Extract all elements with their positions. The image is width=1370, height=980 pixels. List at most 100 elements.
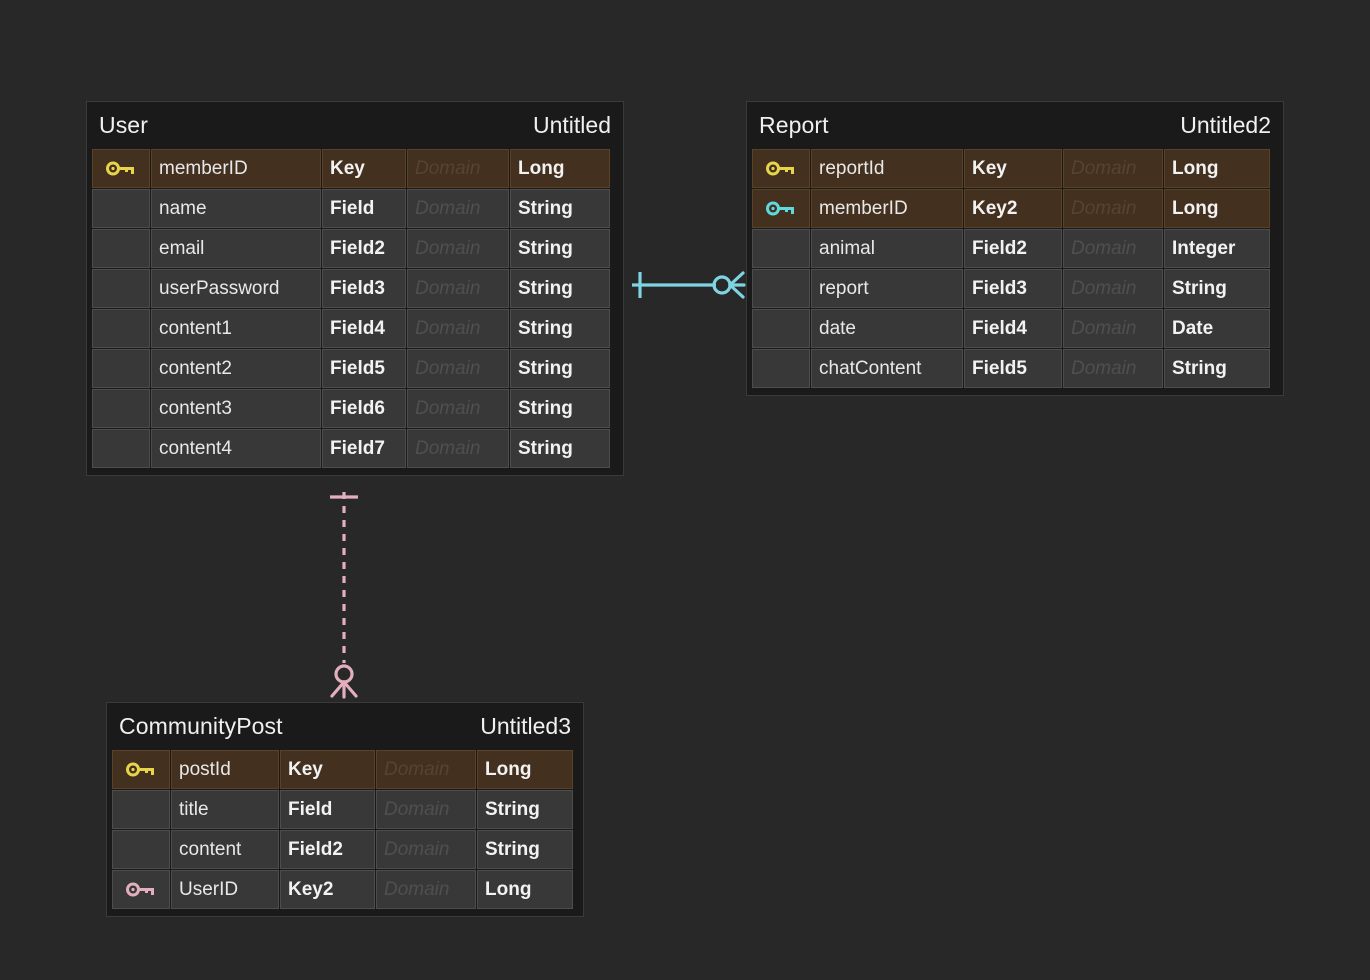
column-option[interactable]: Field7 [322, 429, 406, 468]
column-name[interactable]: content2 [151, 349, 321, 388]
column-domain[interactable]: Domain [376, 790, 476, 829]
table-row[interactable]: animal Field2 Domain Integer [752, 229, 1278, 268]
foreign-key-icon[interactable] [752, 189, 810, 228]
table-row[interactable]: memberID Key2 Domain Long [752, 189, 1278, 228]
column-name[interactable]: content1 [151, 309, 321, 348]
column-option[interactable]: Field3 [322, 269, 406, 308]
key-slot[interactable] [112, 830, 170, 869]
column-type[interactable]: String [477, 790, 573, 829]
key-slot[interactable] [92, 309, 150, 348]
column-type[interactable]: Long [510, 149, 610, 188]
column-domain[interactable]: Domain [407, 389, 509, 428]
column-type[interactable]: String [510, 229, 610, 268]
primary-key-icon[interactable] [92, 149, 150, 188]
column-domain[interactable]: Domain [407, 309, 509, 348]
key-slot[interactable] [112, 790, 170, 829]
table-row[interactable]: chatContent Field5 Domain String [752, 349, 1278, 388]
key-slot[interactable] [92, 269, 150, 308]
table-header[interactable]: CommunityPost Untitled3 [107, 703, 583, 750]
table-comment[interactable]: Untitled2 [1180, 112, 1271, 138]
column-option[interactable]: Key [280, 750, 375, 789]
key-slot[interactable] [752, 349, 810, 388]
column-option[interactable]: Field5 [964, 349, 1062, 388]
column-name[interactable]: memberID [151, 149, 321, 188]
table-row[interactable]: postId Key Domain Long [112, 750, 578, 789]
column-type[interactable]: String [510, 189, 610, 228]
column-domain[interactable]: Domain [407, 429, 509, 468]
column-option[interactable]: Field2 [964, 229, 1062, 268]
table-header[interactable]: User Untitled [87, 102, 623, 149]
column-name[interactable]: email [151, 229, 321, 268]
column-domain[interactable]: Domain [407, 349, 509, 388]
table-name[interactable]: Report [759, 112, 829, 138]
table-header[interactable]: Report Untitled2 [747, 102, 1283, 149]
table-name[interactable]: User [99, 112, 148, 138]
column-domain[interactable]: Domain [1063, 229, 1163, 268]
column-option[interactable]: Key2 [964, 189, 1062, 228]
entity-table-report[interactable]: Report Untitled2 reportId Key Domain Lo [746, 101, 1284, 396]
column-name[interactable]: report [811, 269, 963, 308]
column-domain[interactable]: Domain [1063, 349, 1163, 388]
column-name[interactable]: content3 [151, 389, 321, 428]
column-type[interactable]: String [510, 269, 610, 308]
table-row[interactable]: email Field2 Domain String [92, 229, 618, 268]
column-type[interactable]: Integer [1164, 229, 1270, 268]
key-slot[interactable] [752, 269, 810, 308]
key-slot[interactable] [92, 229, 150, 268]
column-domain[interactable]: Domain [407, 189, 509, 228]
table-comment[interactable]: Untitled [533, 112, 611, 138]
relationship-user-communitypost[interactable] [330, 492, 358, 699]
column-option[interactable]: Field2 [322, 229, 406, 268]
column-name[interactable]: chatContent [811, 349, 963, 388]
table-row[interactable]: content4 Field7 Domain String [92, 429, 618, 468]
table-name[interactable]: CommunityPost [119, 713, 283, 739]
key-slot[interactable] [752, 309, 810, 348]
column-domain[interactable]: Domain [1063, 149, 1163, 188]
column-name[interactable]: userPassword [151, 269, 321, 308]
column-domain[interactable]: Domain [376, 830, 476, 869]
table-row[interactable]: userPassword Field3 Domain String [92, 269, 618, 308]
table-row[interactable]: content2 Field5 Domain String [92, 349, 618, 388]
column-option[interactable]: Field2 [280, 830, 375, 869]
column-domain[interactable]: Domain [1063, 189, 1163, 228]
entity-table-user[interactable]: User Untitled memberID Key Domain Long [86, 101, 624, 476]
column-name[interactable]: date [811, 309, 963, 348]
key-slot[interactable] [92, 349, 150, 388]
table-row[interactable]: reportId Key Domain Long [752, 149, 1278, 188]
table-row[interactable]: memberID Key Domain Long [92, 149, 618, 188]
column-name[interactable]: memberID [811, 189, 963, 228]
column-name[interactable]: postId [171, 750, 279, 789]
column-name[interactable]: UserID [171, 870, 279, 909]
column-name[interactable]: title [171, 790, 279, 829]
column-option[interactable]: Field5 [322, 349, 406, 388]
column-type[interactable]: Long [477, 750, 573, 789]
column-domain[interactable]: Domain [407, 149, 509, 188]
table-row[interactable]: date Field4 Domain Date [752, 309, 1278, 348]
column-option[interactable]: Field3 [964, 269, 1062, 308]
table-row[interactable]: content3 Field6 Domain String [92, 389, 618, 428]
column-name[interactable]: reportId [811, 149, 963, 188]
column-option[interactable]: Key2 [280, 870, 375, 909]
column-type[interactable]: String [477, 830, 573, 869]
primary-key-icon[interactable] [752, 149, 810, 188]
column-option[interactable]: Field4 [964, 309, 1062, 348]
column-domain[interactable]: Domain [407, 269, 509, 308]
column-domain[interactable]: Domain [376, 750, 476, 789]
column-type[interactable]: Long [1164, 149, 1270, 188]
column-type[interactable]: Long [1164, 189, 1270, 228]
table-row[interactable]: name Field Domain String [92, 189, 618, 228]
foreign-key-icon[interactable] [112, 870, 170, 909]
key-slot[interactable] [92, 389, 150, 428]
column-type[interactable]: Date [1164, 309, 1270, 348]
key-slot[interactable] [92, 429, 150, 468]
column-domain[interactable]: Domain [1063, 269, 1163, 308]
column-option[interactable]: Field6 [322, 389, 406, 428]
entity-table-communitypost[interactable]: CommunityPost Untitled3 postId Key Domai… [106, 702, 584, 917]
column-type[interactable]: String [1164, 349, 1270, 388]
table-comment[interactable]: Untitled3 [480, 713, 571, 739]
key-slot[interactable] [92, 189, 150, 228]
column-domain[interactable]: Domain [407, 229, 509, 268]
table-row[interactable]: content1 Field4 Domain String [92, 309, 618, 348]
column-name[interactable]: content4 [151, 429, 321, 468]
